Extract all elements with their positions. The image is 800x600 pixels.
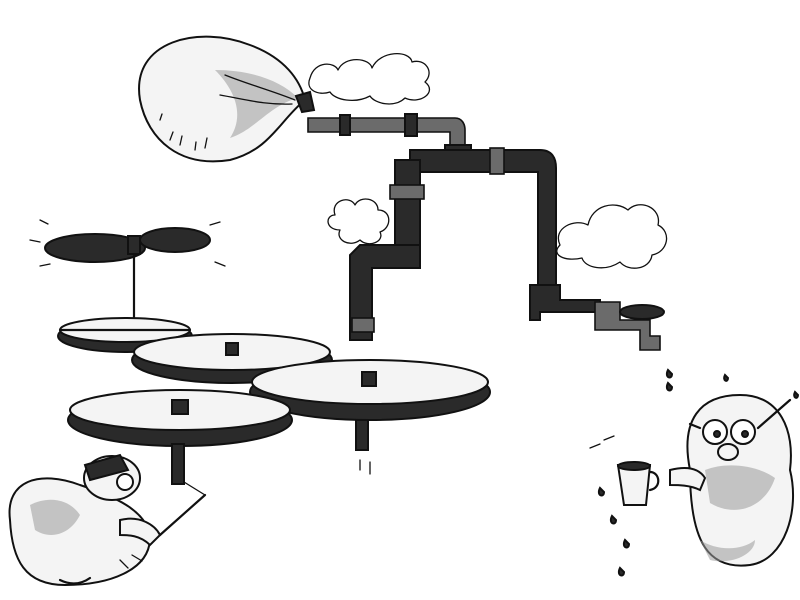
steam-cloud-top	[308, 53, 431, 105]
oil-drips	[597, 368, 800, 577]
gear-large-front	[67, 389, 293, 547]
character-cup-man	[616, 393, 794, 567]
propeller	[29, 219, 226, 327]
gear-large-right	[249, 359, 491, 451]
character-crank-man	[8, 453, 162, 587]
steam-cloud-middle	[327, 198, 390, 245]
steam-cloud-right	[556, 204, 668, 269]
motion-lines	[119, 435, 615, 569]
pipe-system	[307, 113, 665, 351]
balloon	[138, 35, 316, 163]
gear-large-top	[131, 333, 333, 384]
